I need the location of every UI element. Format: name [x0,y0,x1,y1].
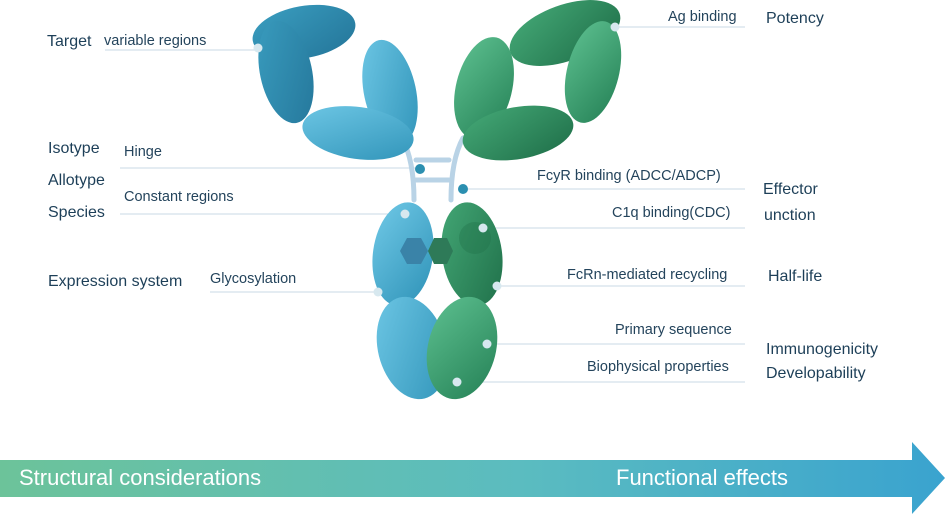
glycan-hexagon-green [428,238,453,264]
label-half-life: Half-life [768,268,823,285]
anchor-dots-hinge [415,164,468,194]
label-biophysical-properties: Biophysical properties [587,359,729,375]
label-effector-function: unction [764,207,816,224]
label-expression-system: Expression system [48,273,183,290]
label-potency: Potency [766,10,824,27]
label-effector: Effector [763,181,818,198]
glycan-hexagons [400,238,453,264]
fc-region [372,202,503,400]
label-variable-regions: variable regions [104,33,207,49]
label-constant-regions: Constant regions [124,189,234,205]
label-primary-sequence: Primary sequence [615,322,732,338]
label-developability: Developability [766,365,866,382]
label-glycosylation: Glycosylation [210,271,297,287]
structure-to-function-arrow [0,442,945,514]
arrow-label-functional: Functional effects [616,465,789,490]
constant-domain-heavy-right [462,105,574,161]
leader-lines [105,26,745,383]
label-species: Species [48,204,105,221]
label-ag-binding: Ag binding [668,9,737,25]
variable-domain-heavy-right [564,21,622,123]
constant-domain-heavy-left [302,106,414,160]
arrow-label-structural: Structural considerations [19,465,262,490]
label-hinge: Hinge [124,144,162,160]
hinge-region [399,135,466,203]
label-c1q-binding: C1q binding(CDC) [612,205,731,221]
label-immunogenicity: Immunogenicity [766,341,879,358]
variable-domain-heavy-left [258,20,314,124]
label-target: Target [47,33,92,50]
label-isotype: Isotype [48,140,100,157]
label-allotype: Allotype [48,172,105,189]
heavy-light-chain-left-arm [252,4,418,160]
heavy-light-chain-right-arm [454,0,622,161]
anchor-dots-light [253,22,620,387]
label-fcyr-binding: FcyR binding (ADCC/ADCP) [537,168,721,184]
label-fcrn-recycling: FcRn-mediated recycling [567,267,728,283]
glycan-hexagon-blue [400,238,428,264]
ch3-domain-right [426,296,498,400]
